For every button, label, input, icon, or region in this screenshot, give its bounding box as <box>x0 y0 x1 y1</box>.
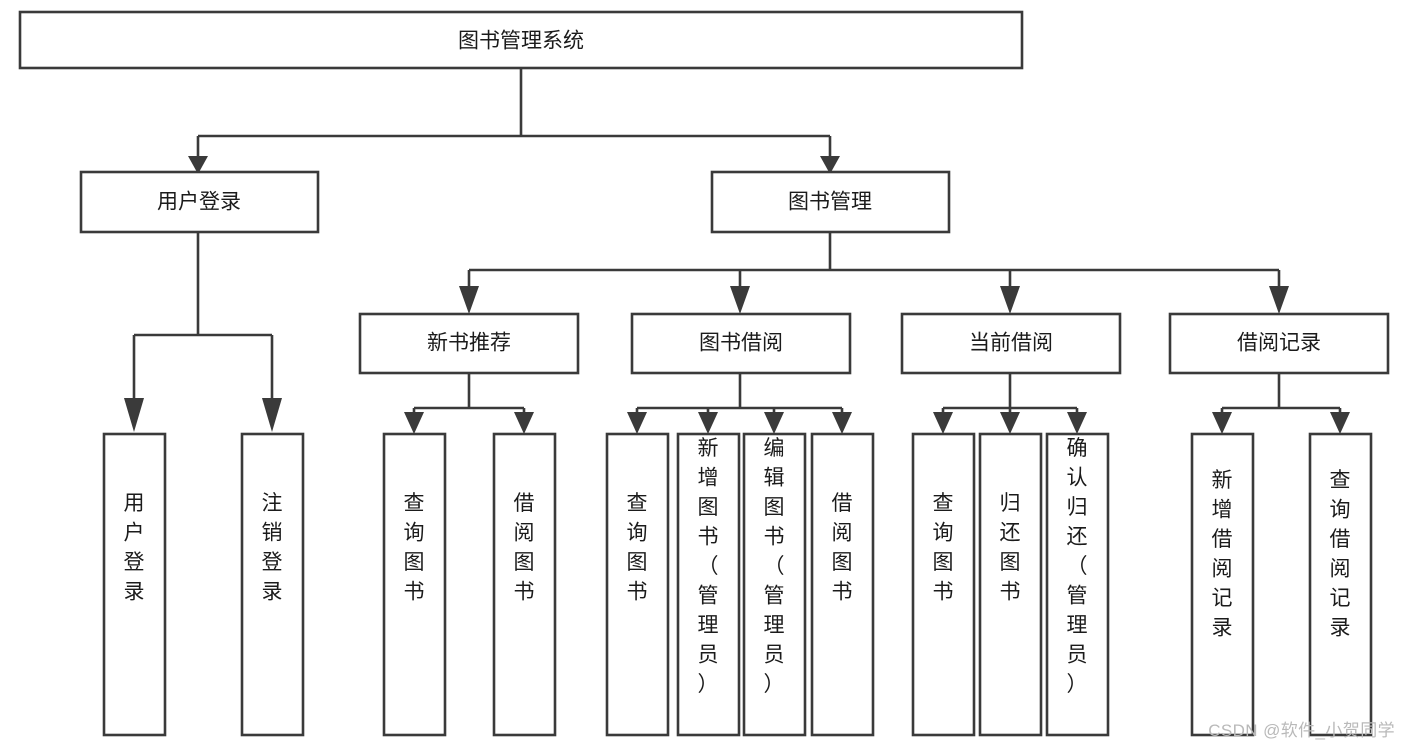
arrow-head-to-leaf-query-book-2 <box>627 412 647 434</box>
node-borrow-record-label: 借阅记录 <box>1237 332 1321 355</box>
node-leaf-return-book-box[interactable] <box>978 432 1043 737</box>
node-leaf-query-book-1[interactable]: 查询图书 <box>382 432 447 737</box>
arrow-head-to-leaf-add-record <box>1212 412 1232 434</box>
node-book-borrow-label: 图书借阅 <box>699 332 783 355</box>
node-book-manage-label: 图书管理 <box>788 191 872 214</box>
node-leaf-return-book-label: 归还图书 <box>1000 492 1021 604</box>
arrow-head-to-leaf-query-book-3 <box>933 412 953 434</box>
connector-group-current-borrow-to-leaves <box>933 373 1087 434</box>
node-leaf-add-record-box[interactable] <box>1190 432 1255 737</box>
node-new-book-recommend[interactable]: 新书推荐 <box>358 312 580 375</box>
connector-group-book-borrow-to-leaves <box>627 373 852 434</box>
node-leaf-borrow-book-2-box[interactable] <box>810 432 875 737</box>
arrow-head-to-user-login <box>188 156 208 174</box>
node-leaf-query-book-2-box[interactable] <box>605 432 670 737</box>
node-book-manage[interactable]: 图书管理 <box>710 170 951 234</box>
node-new-book-recommend-label: 新书推荐 <box>427 332 511 355</box>
node-leaf-add-record[interactable]: 新增借阅记录 <box>1190 432 1255 737</box>
arrow-head-to-borrow-record <box>1269 286 1289 314</box>
node-leaf-query-book-2-label: 查询图书 <box>627 492 648 604</box>
node-leaf-query-book-3-box[interactable] <box>911 432 976 737</box>
arrow-head-to-leaf-borrow-book-2 <box>832 412 852 434</box>
node-current-borrow-label: 当前借阅 <box>969 332 1053 355</box>
node-leaf-query-record-label: 查询借阅记录 <box>1330 469 1351 640</box>
node-leaf-logout-login[interactable]: 注销登录 <box>240 432 305 737</box>
connector-root-trunk <box>196 68 832 158</box>
arrow-head-to-leaf-return-book <box>1000 412 1020 434</box>
node-leaf-borrow-book-2[interactable]: 借阅图书 <box>810 432 875 737</box>
connector-group-user-login-to-leaves <box>124 232 282 432</box>
node-leaf-confirm-return-label: 确认归还（管理员） <box>1067 437 1088 696</box>
node-leaf-edit-book-box[interactable] <box>742 432 807 737</box>
node-leaf-user-login-label: 用户登录 <box>124 492 145 604</box>
node-leaf-add-book-box[interactable] <box>676 432 741 737</box>
node-leaf-query-book-3[interactable]: 查询图书 <box>911 432 976 737</box>
connector-borrow-record-trunk <box>1220 373 1342 418</box>
node-root-label: 图书管理系统 <box>458 30 584 53</box>
node-leaf-query-record-box[interactable] <box>1308 432 1373 737</box>
connector-new-book-recommend-trunk <box>412 373 526 418</box>
arrow-head-to-leaf-logout-login <box>262 398 282 432</box>
node-leaf-add-record-label: 新增借阅记录 <box>1212 469 1233 640</box>
arrow-head-to-leaf-confirm-return <box>1067 412 1087 434</box>
node-leaf-confirm-return-box[interactable] <box>1045 432 1110 737</box>
arrow-head-to-leaf-query-book-1 <box>404 412 424 434</box>
arrow-head-to-leaf-borrow-book-1 <box>514 412 534 434</box>
arrow-head-to-leaf-edit-book <box>764 412 784 434</box>
node-leaf-borrow-book-1[interactable]: 借阅图书 <box>492 432 557 737</box>
node-leaf-edit-book-label: 编辑图书（管理员） <box>764 437 785 696</box>
node-leaf-edit-book[interactable]: 编辑图书（管理员） <box>742 432 807 737</box>
node-borrow-record-box[interactable] <box>1168 312 1390 375</box>
node-book-borrow-box[interactable] <box>630 312 852 375</box>
arrow-head-to-leaf-query-record <box>1330 412 1350 434</box>
node-leaf-user-login[interactable]: 用户登录 <box>102 432 167 737</box>
node-user-login-box[interactable] <box>79 170 320 234</box>
node-leaf-query-book-1-label: 查询图书 <box>404 492 425 604</box>
connector-group-book-manage-to-level3 <box>459 232 1289 314</box>
connector-group-root-to-level2 <box>188 68 840 174</box>
arrow-head-to-new-book-recommend <box>459 286 479 314</box>
node-leaf-confirm-return[interactable]: 确认归还（管理员） <box>1045 432 1110 737</box>
node-leaf-add-book[interactable]: 新增图书（管理员） <box>676 432 741 737</box>
node-root-box[interactable] <box>18 10 1024 70</box>
arrow-head-to-book-manage <box>820 156 840 174</box>
arrow-head-to-leaf-user-login <box>124 398 144 432</box>
node-leaf-borrow-book-1-box[interactable] <box>492 432 557 737</box>
arrow-head-to-book-borrow <box>730 286 750 314</box>
node-current-borrow[interactable]: 当前借阅 <box>900 312 1122 375</box>
node-book-manage-box[interactable] <box>710 170 951 234</box>
arrow-head-to-current-borrow <box>1000 286 1020 314</box>
node-root[interactable]: 图书管理系统 <box>18 10 1024 70</box>
node-leaf-logout-login-label: 注销登录 <box>262 492 283 604</box>
node-user-login[interactable]: 用户登录 <box>79 170 320 234</box>
node-leaf-query-record[interactable]: 查询借阅记录 <box>1308 432 1373 737</box>
connector-current-borrow-trunk <box>941 373 1079 418</box>
arrow-head-to-leaf-add-book <box>698 412 718 434</box>
node-leaf-user-login-box[interactable] <box>102 432 167 737</box>
node-new-book-recommend-box[interactable] <box>358 312 580 375</box>
node-leaf-borrow-book-1-label: 借阅图书 <box>514 492 535 604</box>
node-leaf-add-book-label: 新增图书（管理员） <box>698 437 719 696</box>
node-current-borrow-box[interactable] <box>900 312 1122 375</box>
node-borrow-record[interactable]: 借阅记录 <box>1168 312 1390 375</box>
connector-group-borrow-record-to-leaves <box>1212 373 1350 434</box>
node-leaf-query-book-3-label: 查询图书 <box>933 492 954 604</box>
node-leaf-return-book[interactable]: 归还图书 <box>978 432 1043 737</box>
node-user-login-label: 用户登录 <box>157 191 241 214</box>
node-leaf-query-book-1-box[interactable] <box>382 432 447 737</box>
connector-book-manage-trunk <box>467 232 1281 288</box>
node-leaf-borrow-book-2-label: 借阅图书 <box>832 492 853 604</box>
node-book-borrow[interactable]: 图书借阅 <box>630 312 852 375</box>
node-leaf-logout-login-box[interactable] <box>240 432 305 737</box>
connector-group-new-book-recommend-to-leaves <box>404 373 534 434</box>
connector-book-borrow-trunk <box>635 373 844 418</box>
connector-user-login-trunk <box>132 232 274 400</box>
node-leaf-query-book-2[interactable]: 查询图书 <box>605 432 670 737</box>
